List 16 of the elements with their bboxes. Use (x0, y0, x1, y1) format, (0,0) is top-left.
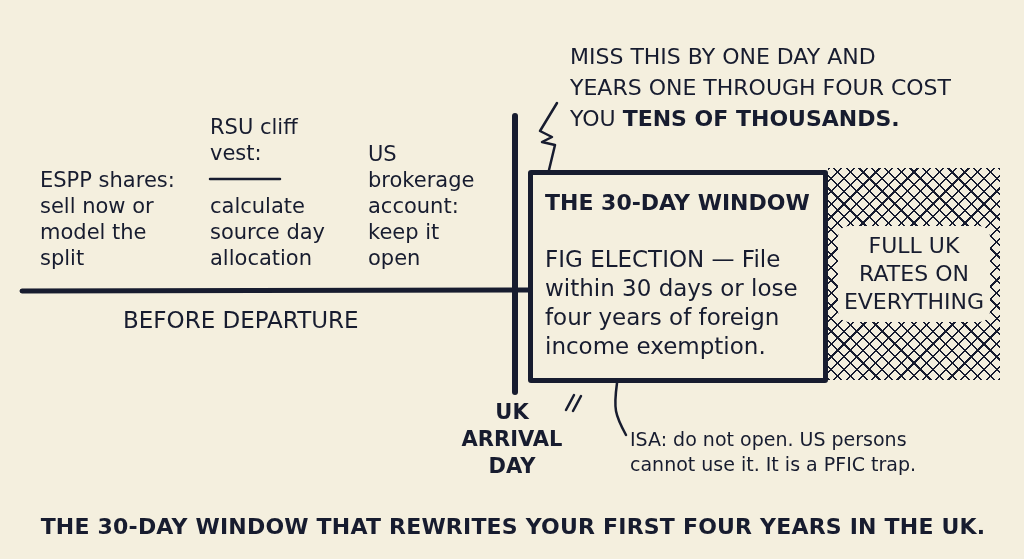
step-text: ESPP shares: sell now or model the split (40, 167, 176, 271)
box-heading: THE 30-DAY WINDOW (545, 189, 811, 217)
note-text: ISA: do not open. US persons cannot use it. It is a PFIC trap. (626, 427, 938, 477)
step-text: calculate source day allocation (210, 193, 327, 271)
hatched-band (828, 168, 1000, 380)
box-body-text: FIG ELECTION — File within 30 days or lose four years of foreign income exemption. (545, 245, 799, 361)
band-label: FULL UK RATES ON EVERYTHING (838, 226, 990, 322)
callout-text: MISS THIS BY ONE DAY AND YEARS ONE THROUGH FOUR COST YOU TENS OF THOUSANDS. (557, 41, 977, 134)
leader-line (538, 101, 559, 172)
window-box (528, 170, 828, 383)
marker-label: UK ARRIVAL DAY (461, 399, 563, 480)
step-heading: RSU cliff vest: (210, 114, 299, 166)
caption-text: THE 30-DAY WINDOW THAT REWRITES YOUR FIRST FOUR YEARS IN THE UK. (40, 513, 986, 541)
leader-line (614, 381, 628, 437)
phase-label: BEFORE DEPARTURE (123, 306, 359, 334)
step-text: US brokerage account: keep it open (368, 141, 476, 271)
